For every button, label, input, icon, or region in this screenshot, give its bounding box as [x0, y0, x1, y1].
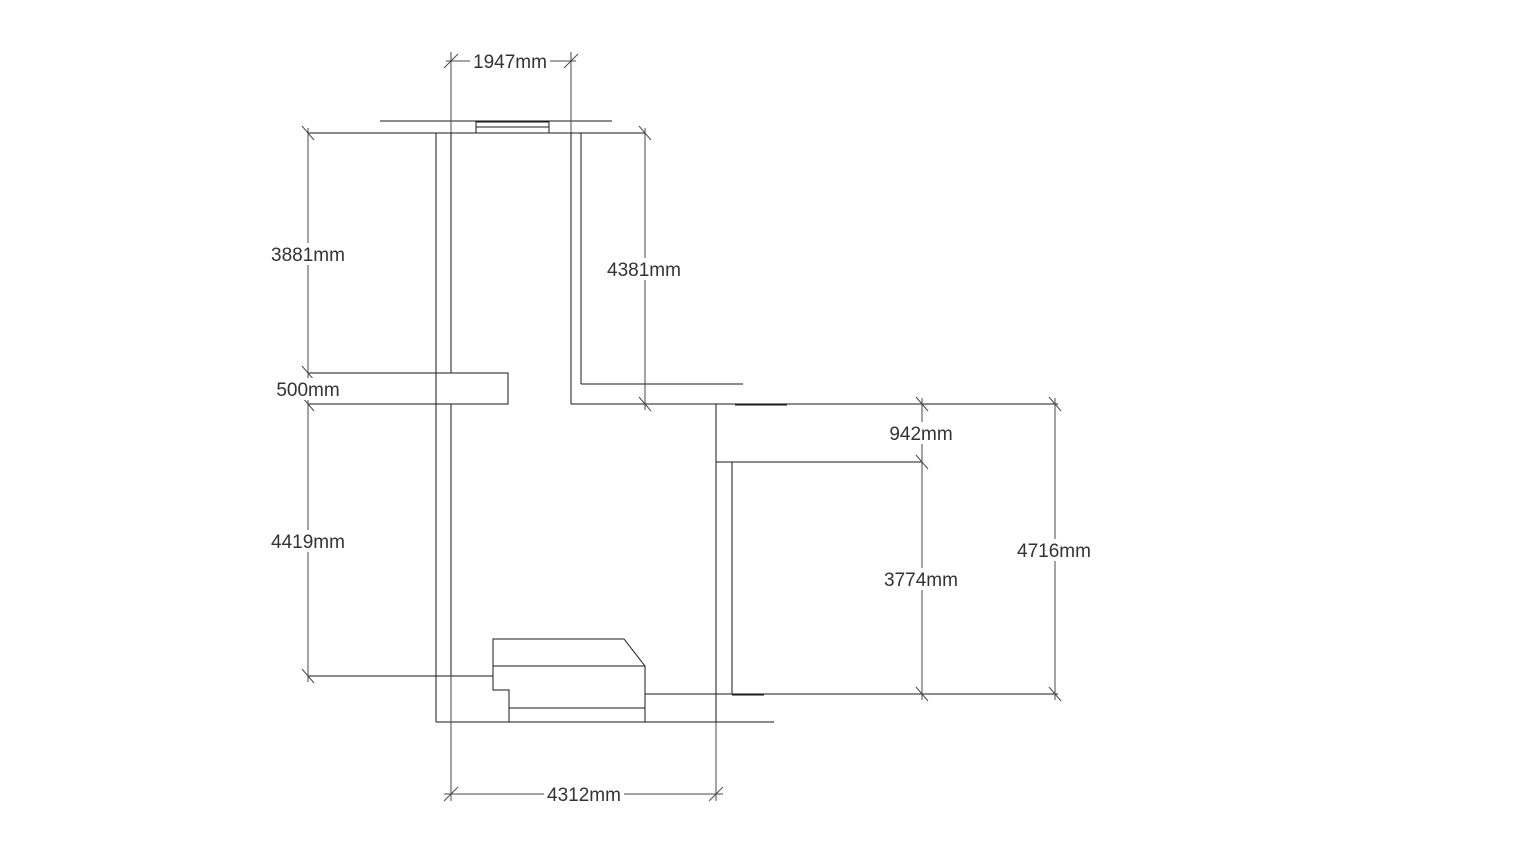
- dim-right-outer-tick-top: [1048, 396, 1062, 412]
- dim-left-tick-1: [301, 125, 315, 141]
- dim-label-left-lower: 4419mm: [271, 532, 345, 553]
- fixture: [492, 638, 646, 722]
- dim-top-tick-right: [563, 53, 579, 69]
- fixture-lower-outline: [492, 676, 510, 722]
- dim-label-left-step: 500mm: [276, 380, 339, 401]
- dim-bottom-tick-right: [708, 786, 724, 802]
- dim-bottom-tick-left: [443, 786, 459, 802]
- dim-label-top-width: 1947mm: [473, 52, 547, 73]
- dim-left-tick-4: [301, 668, 315, 684]
- dim-right-outer-tick-bottom: [1048, 686, 1062, 702]
- dim-right-inner-tick-2: [915, 454, 929, 470]
- dim-corridor-tick-bottom: [638, 396, 652, 412]
- dim-left-tick-2: [301, 365, 315, 381]
- dim-label-right-offset: 942mm: [889, 424, 952, 445]
- fixture-top-outline: [492, 638, 646, 722]
- dim-top-tick-left: [443, 53, 459, 69]
- dim-label-right-outer: 4716mm: [1017, 541, 1091, 562]
- dim-label-left-upper: 3881mm: [271, 245, 345, 266]
- left-partition: [451, 372, 509, 405]
- dim-corridor-tick-top: [638, 125, 652, 141]
- walls: [308, 120, 1058, 723]
- dim-right-inner-tick-1: [915, 396, 929, 412]
- dimension-labels: 1947mm 3881mm 500mm 4419mm 4381mm 942mm …: [268, 50, 1094, 806]
- dim-label-right-inner: 3774mm: [884, 570, 958, 591]
- dim-label-bottom-width: 4312mm: [547, 785, 621, 806]
- dim-label-corridor: 4381mm: [607, 260, 681, 281]
- dim-right-inner-tick-3: [915, 686, 929, 702]
